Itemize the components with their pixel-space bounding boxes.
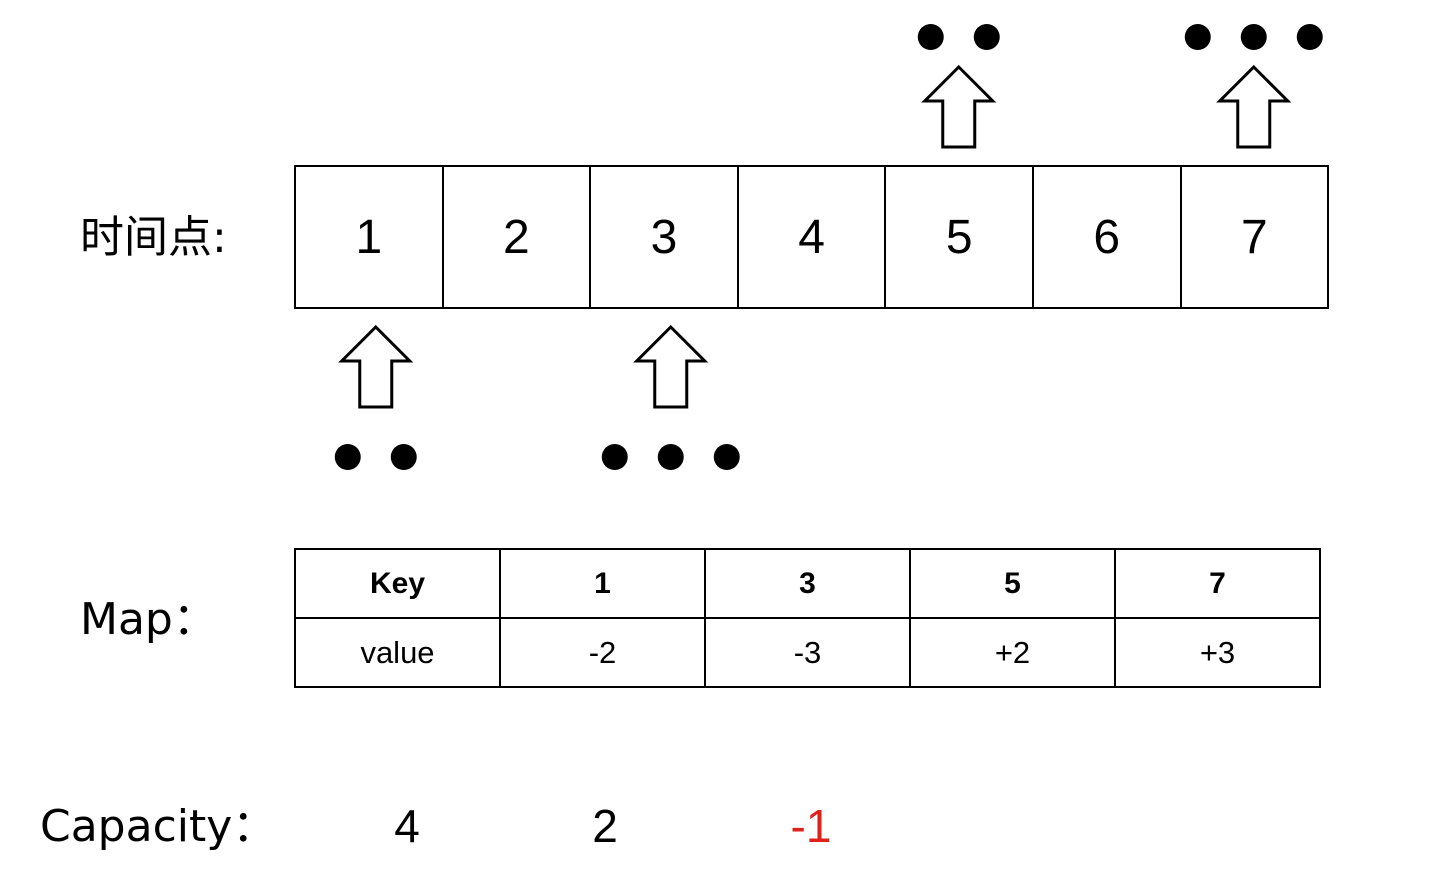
- passenger-dot: [1240, 24, 1267, 50]
- timeline-cell: 5: [886, 167, 1034, 307]
- map-value-cell: -2: [499, 617, 706, 688]
- timeline-cell: 1: [296, 167, 444, 307]
- passenger-dot: [973, 24, 1000, 50]
- map-value-cell: -3: [704, 617, 911, 688]
- arrival-arrow-icon: [338, 324, 414, 409]
- passenger-dot: [601, 444, 628, 470]
- map-key-cell: 3: [704, 548, 911, 619]
- passenger-dot: [917, 24, 944, 50]
- timeline-cell: 4: [739, 167, 887, 307]
- map-row-label-cell: value: [294, 617, 501, 688]
- map-key-row: Key 1 3 5 7: [294, 548, 1321, 619]
- capacity-label: Capacity：: [40, 801, 277, 852]
- timeline-cell: 7: [1182, 167, 1330, 307]
- passenger-dot: [334, 444, 361, 470]
- map-label: Map：: [80, 594, 217, 645]
- map-key-cell: 5: [909, 548, 1116, 619]
- passenger-dot: [390, 444, 417, 470]
- map-value-cell: +3: [1114, 617, 1321, 688]
- map-key-cell: 7: [1114, 548, 1321, 619]
- map-value-row: value -2 -3 +2 +3: [294, 617, 1321, 688]
- passenger-dot: [657, 444, 684, 470]
- passenger-dot: [713, 444, 740, 470]
- departure-arrow-icon: [921, 64, 997, 149]
- capacity-value: -1: [790, 800, 832, 852]
- map-key-cell: 1: [499, 548, 706, 619]
- map-table: Key 1 3 5 7 value -2 -3 +2 +3: [294, 548, 1321, 688]
- timeline-cell: 6: [1034, 167, 1182, 307]
- capacity-value: 4: [394, 800, 420, 852]
- arrival-arrow-icon: [633, 324, 709, 409]
- passenger-dot: [1296, 24, 1323, 50]
- timeline-cell: 3: [591, 167, 739, 307]
- timeline-label: 时间点:: [80, 212, 227, 263]
- map-value-cell: +2: [909, 617, 1116, 688]
- capacity-value: 2: [592, 800, 618, 852]
- timeline-strip: 1 2 3 4 5 6 7: [294, 165, 1330, 309]
- departure-arrow-icon: [1216, 64, 1292, 149]
- timeline-cell: 2: [444, 167, 592, 307]
- map-header-cell: Key: [294, 548, 501, 619]
- passenger-dot: [1184, 24, 1211, 50]
